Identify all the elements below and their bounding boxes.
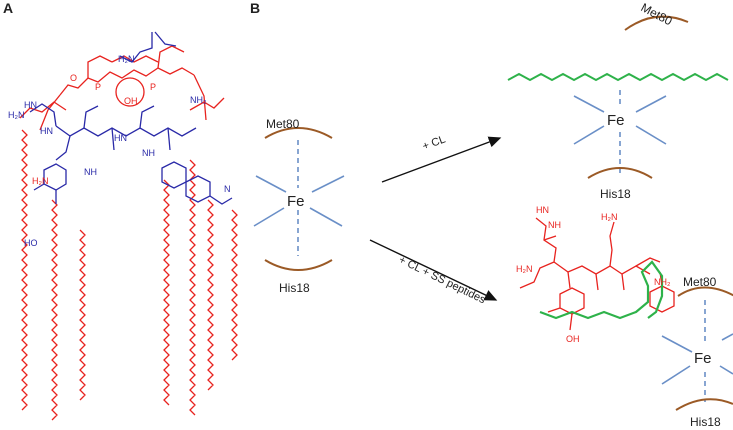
label-o-minus: O	[70, 73, 77, 83]
label-h2n-top: H₂N	[118, 54, 135, 64]
heme-top-right: Met80 Fe His18	[507, 0, 729, 201]
label-p1: P	[95, 82, 101, 92]
acyl-chain	[207, 199, 214, 391]
cardiolipin-chain-bound	[539, 260, 664, 320]
label-ho: HO	[24, 238, 38, 248]
label-oh: OH	[124, 96, 138, 106]
met80-ligand-arc-left	[264, 127, 333, 139]
heme-plane-bond	[721, 333, 733, 341]
heme-plane-bond	[661, 335, 693, 353]
heme-left: Met80 Fe His18	[253, 117, 345, 295]
met80-label-left: Met80	[266, 117, 300, 131]
cardiolipin-chain	[507, 72, 729, 82]
cardiolipin-acyl-chains	[21, 129, 238, 421]
label-n-right: N	[224, 184, 231, 194]
label-nh-1: NH	[84, 167, 97, 177]
arrow-bottom-label: + CL + SS peptides	[397, 254, 488, 307]
arrow-top-label: + CL	[421, 133, 447, 152]
label-amide-h2n: H₂N	[32, 176, 49, 186]
his18-ligand-arc-top	[587, 167, 653, 179]
label-nh2-chain: NH₂	[654, 277, 671, 287]
acyl-chain	[51, 199, 58, 421]
heme-plane-bond	[719, 365, 733, 375]
panel-label-a: A	[3, 0, 13, 16]
cardiolipin-headgroup	[19, 45, 225, 131]
label-nh-2: NH	[142, 148, 155, 158]
fe-label-left: Fe	[287, 193, 305, 210]
label-h2n-right: H₂N	[601, 212, 618, 222]
heme-plane-bond	[255, 175, 287, 193]
met80-ligand-arc-top	[624, 15, 689, 31]
panel-label-b: B	[250, 0, 260, 16]
label-oh-b: OH	[566, 334, 580, 344]
label-hn-top: HN	[536, 205, 549, 215]
label-h2n-left: H₂N	[516, 264, 533, 274]
his18-label-top: His18	[600, 187, 631, 201]
met80-label-bottom: Met80	[683, 275, 717, 289]
his18-label-left: His18	[279, 281, 310, 295]
heme-plane-bond	[661, 365, 691, 385]
label-nh-top: NH	[548, 220, 561, 230]
acyl-chain	[163, 179, 170, 406]
ss31-peptide-backbone	[29, 31, 233, 205]
acyl-chain	[189, 159, 196, 416]
heme-plane-bond	[635, 125, 667, 145]
acyl-chain	[21, 129, 28, 411]
heme-plane-bond	[573, 95, 605, 113]
heme-plane-bond	[573, 125, 605, 145]
arrow-bottom	[369, 239, 498, 301]
heme-plane-bond	[309, 207, 343, 227]
label-guan-h2n: H₂N	[8, 110, 25, 120]
met80-ligand-arc-bottom	[677, 286, 733, 297]
his18-label-bottom: His18	[690, 415, 721, 429]
acyl-chain	[231, 209, 238, 361]
arrow-top	[381, 136, 502, 183]
heme-plane-bond	[311, 175, 345, 193]
heme-plane-bond	[635, 95, 667, 113]
heme-plane-bond	[253, 207, 285, 227]
fe-label-top: Fe	[607, 112, 625, 129]
label-guan-hn: HN	[24, 100, 37, 110]
label-hn-3: HN	[114, 133, 127, 143]
panel-a-structure: H₂N NH₂ HN H₂N H₂N NH NH HN HN N HO O P …	[8, 31, 238, 421]
heme-bottom-right: HN NH H₂N H₂N NH₂ OH Met80 Fe His18	[516, 205, 733, 429]
fe-label-bottom: Fe	[694, 350, 712, 367]
label-hn-4: HN	[40, 126, 53, 136]
label-nh2-right: NH₂	[190, 95, 207, 105]
his18-ligand-arc-bottom	[675, 398, 733, 411]
his18-ligand-arc-left	[264, 259, 333, 271]
met80-label-top: Met80	[639, 0, 675, 28]
label-p2: P	[150, 82, 156, 92]
acyl-chain	[79, 229, 86, 401]
